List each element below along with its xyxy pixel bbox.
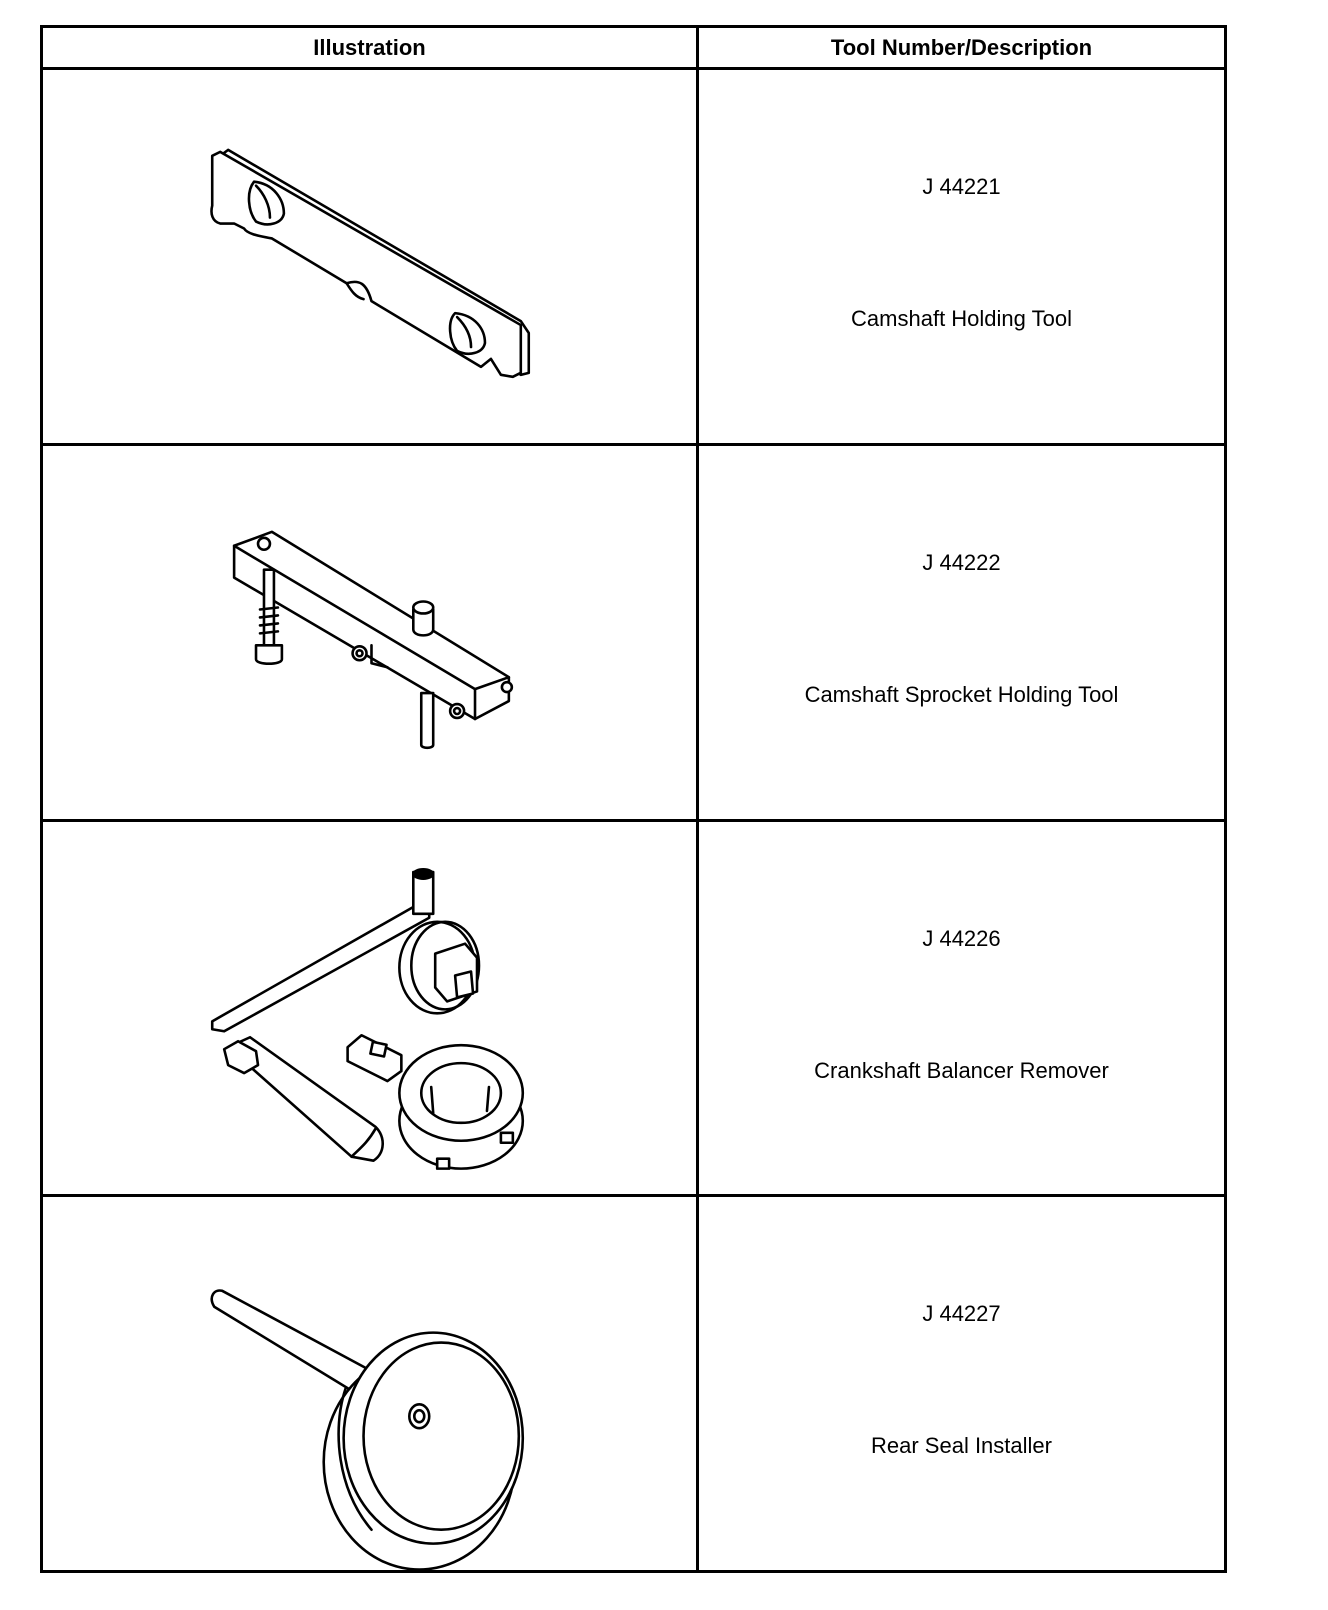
rear-seal-installer-illustration	[210, 1289, 525, 1570]
tool-info-cell: J 44221 Camshaft Holding Tool	[696, 67, 1227, 446]
table-row: J 44221 Camshaft Holding Tool	[40, 67, 1227, 446]
tool-number: J 44221	[922, 174, 1001, 199]
tool-number: J 44227	[922, 1301, 1001, 1327]
illustration-cell	[40, 442, 699, 822]
special-tools-table: Illustration Tool Number/Description	[40, 25, 1227, 1573]
illustration-cell	[40, 67, 699, 446]
table-header-row: Illustration Tool Number/Description	[40, 25, 1227, 70]
table-row: J 44226 Crankshaft Balancer Remover	[40, 818, 1227, 1198]
tool-description: Camshaft Holding Tool	[851, 306, 1072, 331]
tool-description: Rear Seal Installer	[871, 1433, 1052, 1459]
illustration-cell	[40, 1194, 699, 1573]
illustration-column-header: Illustration	[40, 25, 699, 70]
tool-number: J 44226	[922, 925, 1001, 951]
table-row: J 44222 Camshaft Sprocket Holding Tool	[40, 442, 1227, 822]
crankshaft-balancer-remover-illustration	[210, 867, 525, 1170]
tool-column-header: Tool Number/Description	[696, 25, 1227, 70]
tool-info-cell: J 44227 Rear Seal Installer	[696, 1194, 1227, 1573]
illustration-cell	[40, 818, 699, 1198]
tool-info-cell: J 44226 Crankshaft Balancer Remover	[696, 818, 1227, 1198]
tool-description: Crankshaft Balancer Remover	[814, 1057, 1109, 1083]
tool-number: J 44222	[922, 549, 1001, 575]
camshaft-sprocket-holding-tool-illustration	[232, 530, 514, 749]
tool-description: Camshaft Sprocket Holding Tool	[804, 681, 1119, 707]
tool-info-cell: J 44222 Camshaft Sprocket Holding Tool	[696, 442, 1227, 822]
camshaft-holding-tool-illustration	[210, 148, 531, 379]
table-row: J 44227 Rear Seal Installer	[40, 1194, 1227, 1573]
